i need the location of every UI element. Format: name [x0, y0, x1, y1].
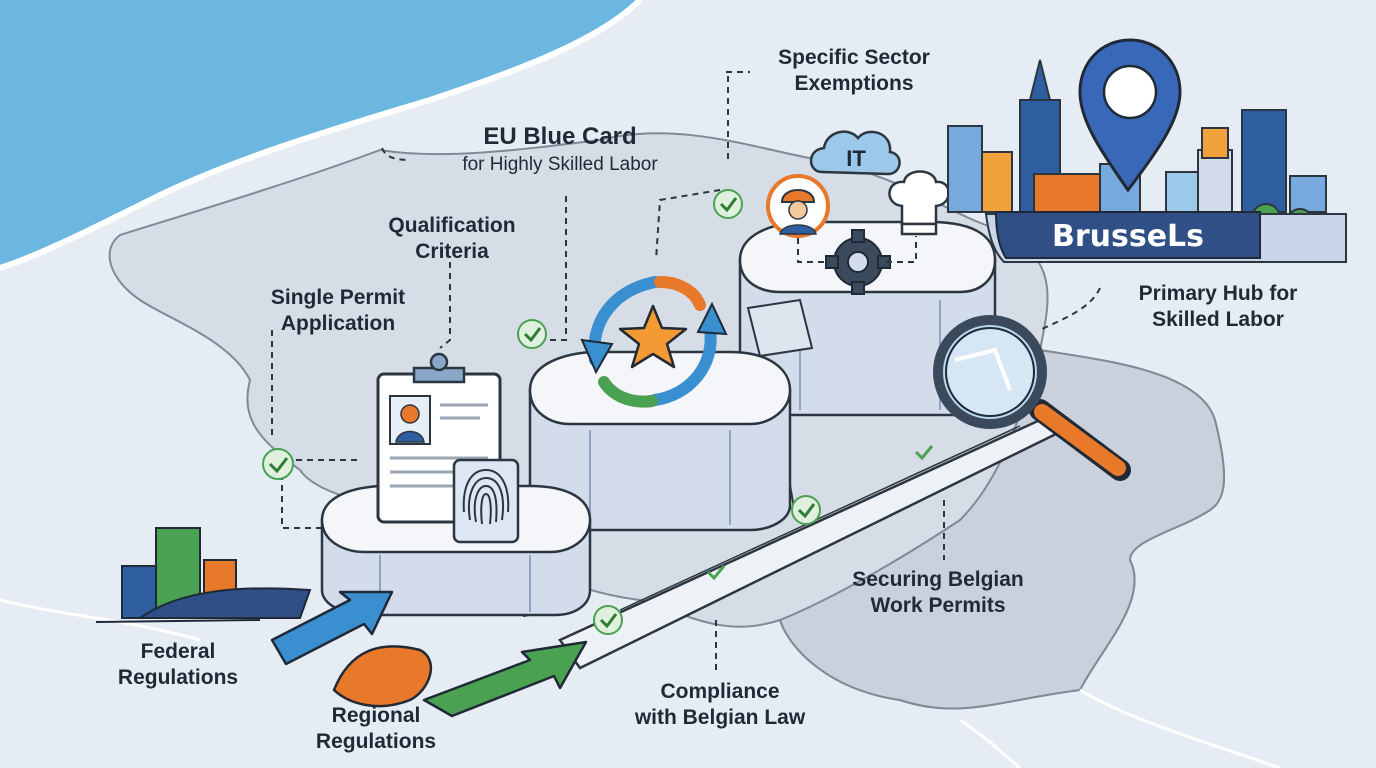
label-securing-1: Securing Belgian: [852, 568, 1024, 591]
check-icon: [706, 565, 726, 581]
road-lines: [0, 598, 1281, 768]
label-specific-sector-1: Specific Sector: [778, 46, 930, 69]
leader-qualification: [540, 196, 567, 341]
label-primary-hub-2: Skilled Labor: [1152, 308, 1284, 331]
fingerprint-icon: [452, 458, 520, 544]
label-eu-blue-card: EU Blue Card: [483, 123, 636, 150]
leader-primary-hub: [1039, 287, 1101, 331]
check-icon: [593, 605, 623, 635]
cloud-icon: IT: [809, 130, 901, 176]
label-compliance-1: Compliance: [660, 680, 779, 703]
city-banner-text: BrusseLs: [1052, 219, 1204, 254]
leader-blue-card: [381, 147, 721, 261]
city-skyline: [947, 59, 1347, 257]
sea-area: [0, 0, 640, 268]
label-federal-1: Federal: [141, 640, 216, 663]
bar-chart-icon: [121, 527, 312, 619]
city-banner: BrusseLs: [984, 211, 1347, 263]
federal-arrow-icon: [270, 590, 394, 666]
gear-icon: [825, 229, 891, 295]
leader-specific-sector: [726, 71, 750, 160]
label-qualification-2: Criteria: [415, 240, 489, 263]
check-icon: [791, 495, 821, 525]
label-specific-sector-2: Exemptions: [794, 72, 913, 95]
label-eu-blue-card-sub: for Highly Skilled Labor: [462, 154, 658, 175]
connector-block: [746, 298, 814, 358]
label-single-permit-1: Single Permit: [271, 286, 405, 309]
label-single-permit-2: Application: [281, 312, 395, 335]
it-icon-label: IT: [846, 146, 866, 171]
land-region-right: [778, 348, 1225, 710]
coastline: [0, 0, 643, 271]
worker-icon: [766, 174, 830, 238]
label-regional-1: Regional: [332, 704, 421, 727]
label-federal-2: Regulations: [118, 666, 238, 689]
check-icon: [914, 445, 934, 461]
star-icon: [618, 304, 688, 369]
ground-line: [95, 619, 261, 623]
process-track-inner: [619, 425, 1021, 611]
check-icon: [517, 319, 547, 349]
leader-single-permit: [439, 262, 451, 349]
map-pin-icon: [1078, 38, 1182, 193]
label-primary-hub-1: Primary Hub for: [1139, 282, 1298, 305]
label-securing-2: Work Permits: [871, 594, 1006, 617]
leader-sector-icons: [797, 236, 917, 263]
label-regional-2: Regulations: [316, 730, 436, 753]
leader-application: [271, 330, 360, 529]
label-compliance-2: with Belgian Law: [634, 706, 806, 729]
chef-hat-icon: [888, 170, 950, 236]
cycle-arrows-icon: [580, 276, 728, 408]
label-qualification-1: Qualification: [388, 214, 515, 237]
regional-arrow-icon: [332, 640, 588, 718]
magnifier-icon: [933, 315, 1131, 481]
check-icon: [713, 189, 743, 219]
check-icon: [262, 448, 294, 480]
